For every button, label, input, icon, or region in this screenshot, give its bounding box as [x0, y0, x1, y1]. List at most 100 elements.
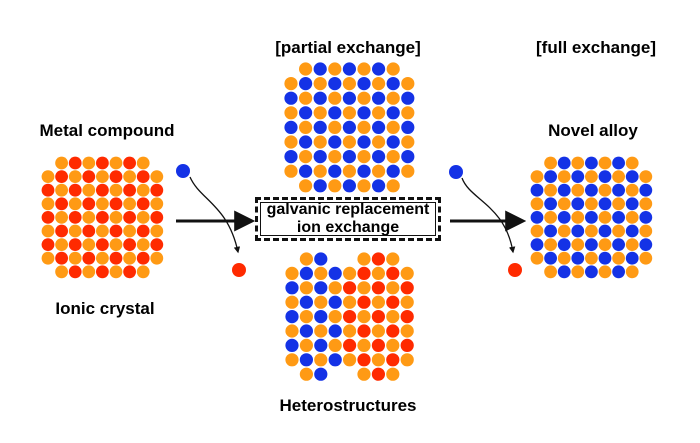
atom — [96, 183, 109, 197]
atom — [371, 310, 385, 324]
atom — [284, 106, 298, 120]
atom — [299, 310, 313, 324]
atom — [328, 135, 342, 149]
atom — [386, 135, 400, 149]
atom — [342, 62, 356, 76]
atom — [150, 211, 164, 224]
outgoing-red-atom-left — [232, 263, 246, 277]
atom — [328, 324, 342, 338]
atom — [357, 310, 371, 324]
atom — [68, 156, 82, 170]
atom — [585, 238, 598, 252]
atom — [109, 183, 123, 197]
atom — [625, 224, 639, 238]
atom — [299, 353, 313, 367]
atom — [625, 183, 639, 197]
atom — [299, 106, 313, 120]
atom — [299, 324, 313, 338]
atom — [313, 164, 327, 178]
atom — [284, 150, 298, 164]
atom — [299, 135, 313, 149]
atom — [400, 281, 414, 295]
atom — [544, 170, 557, 184]
atom — [371, 367, 385, 381]
atom — [123, 224, 136, 238]
atom — [150, 224, 164, 238]
atom — [314, 353, 328, 367]
atom — [96, 156, 109, 170]
atom — [357, 106, 371, 120]
atom — [82, 211, 96, 224]
atom — [343, 295, 357, 309]
heterostructure-lattice — [285, 252, 414, 381]
atom — [82, 156, 96, 170]
atom — [328, 266, 342, 280]
atom — [400, 353, 414, 367]
atom — [639, 211, 653, 224]
process-box: galvanic replacement ion exchange — [255, 197, 441, 241]
atom — [314, 324, 328, 338]
atom — [150, 170, 164, 184]
atom — [585, 224, 598, 238]
atom — [612, 197, 625, 211]
atom — [328, 353, 342, 367]
atom — [299, 179, 313, 193]
atom — [371, 324, 385, 338]
atom — [299, 295, 313, 309]
atom — [343, 310, 357, 324]
atom — [386, 338, 400, 352]
atom — [386, 252, 400, 266]
atom — [598, 265, 612, 279]
atom — [285, 281, 299, 295]
atom — [285, 324, 299, 338]
atom — [55, 251, 68, 265]
atom — [557, 183, 571, 197]
full-exchange-label: [full exchange] — [536, 38, 656, 57]
atom — [299, 150, 313, 164]
atom — [68, 197, 82, 211]
incoming-blue-atom-left — [176, 164, 190, 178]
atom — [639, 238, 653, 252]
atom — [372, 106, 386, 120]
atom — [123, 238, 136, 252]
atom — [285, 338, 299, 352]
atom — [357, 367, 371, 381]
atom — [284, 77, 298, 91]
atom — [357, 150, 371, 164]
atom — [68, 211, 82, 224]
atom — [386, 164, 400, 178]
atom — [55, 197, 68, 211]
atom — [82, 265, 96, 279]
atom — [314, 295, 328, 309]
atom — [109, 156, 123, 170]
atom — [68, 224, 82, 238]
atom — [571, 251, 585, 265]
atom — [284, 120, 298, 134]
atom — [598, 170, 612, 184]
atom — [82, 224, 96, 238]
partial-exchange-label: [partial exchange] — [275, 38, 421, 57]
atom — [571, 197, 585, 211]
atom — [571, 224, 585, 238]
atom — [357, 62, 371, 76]
atom — [150, 238, 164, 252]
atom — [625, 238, 639, 252]
atom — [530, 197, 544, 211]
atom — [598, 238, 612, 252]
atom — [557, 170, 571, 184]
atom — [299, 91, 313, 105]
atom — [109, 251, 123, 265]
atom — [400, 295, 414, 309]
atom — [598, 251, 612, 265]
atom — [328, 179, 342, 193]
atom — [314, 281, 328, 295]
atom — [372, 120, 386, 134]
atom — [585, 183, 598, 197]
atom — [386, 353, 400, 367]
atom — [386, 106, 400, 120]
atom — [299, 62, 313, 76]
atom — [82, 170, 96, 184]
atom — [386, 150, 400, 164]
ionic-crystal-label: Ionic crystal — [55, 299, 155, 318]
